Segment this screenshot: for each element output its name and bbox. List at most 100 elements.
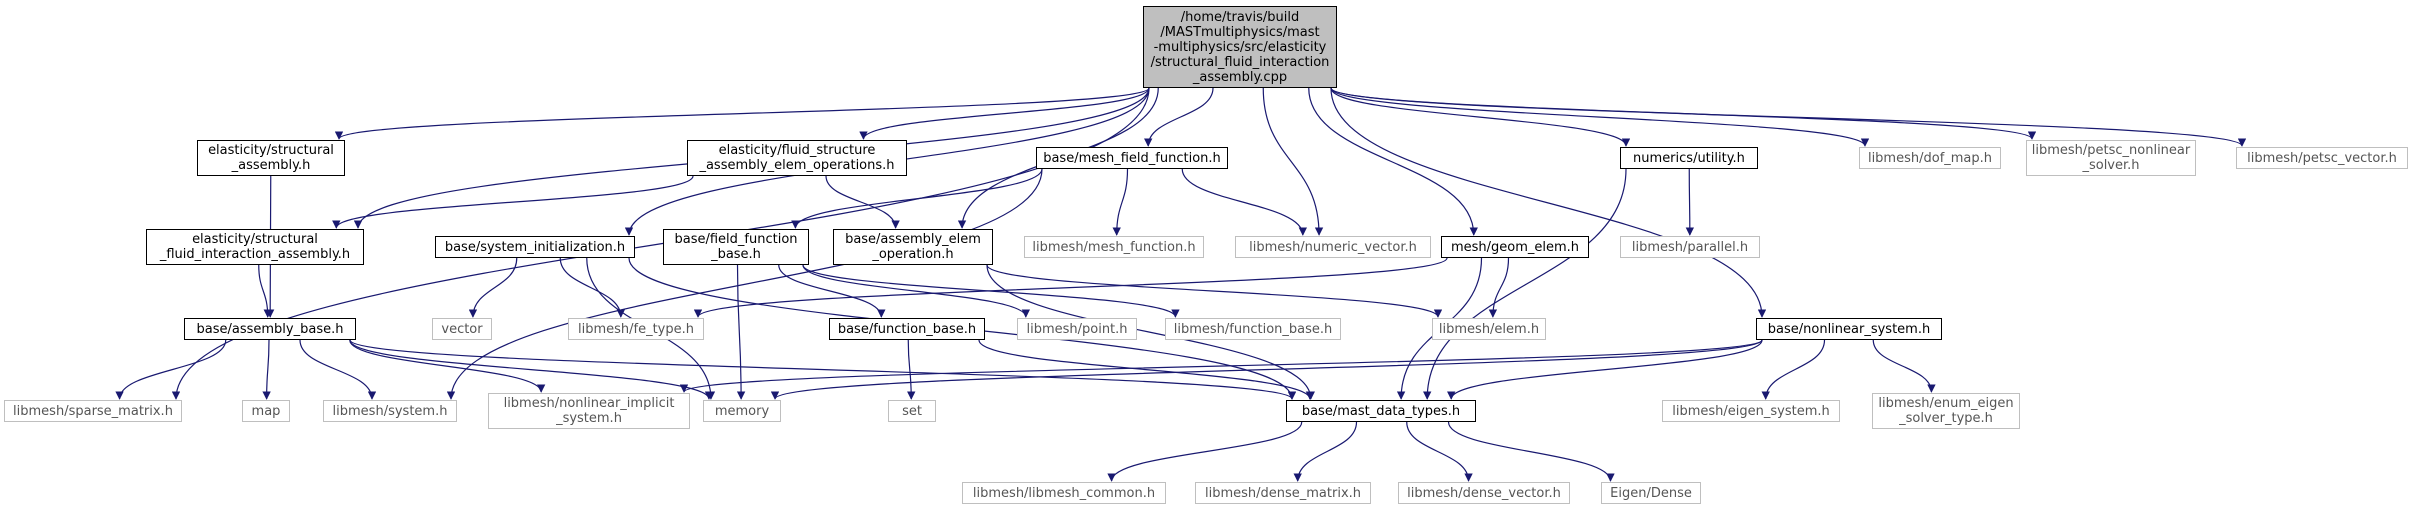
node-vector: vector — [432, 318, 492, 340]
node-label-line: /MASTmultiphysics/mast — [1160, 24, 1320, 40]
edge-system-initialization-h-to-vector — [468, 257, 518, 318]
edge-mesh-geom-elem-h-to-libmesh-elem-h — [1488, 257, 1510, 318]
edge-root-to-fluid-structure-assembly-elem-operations-h — [859, 87, 1150, 140]
edge-root-to-libmesh-dof-map-h — [1330, 87, 1870, 147]
edge-numerics-utility-h-to-libmesh-parallel-h — [1685, 168, 1695, 236]
edge-nonlinear-system-h-to-mast-data-types-h — [1447, 339, 1763, 400]
node-label-line: base/field_function — [674, 232, 798, 247]
edge-root-to-nonlinear-system-h — [1330, 87, 1767, 318]
edge-mesh-field-function-h-to-libmesh-mesh-function-h — [1112, 168, 1129, 236]
node-nonlinear-system-h[interactable]: base/nonlinear_system.h — [1756, 318, 1942, 340]
node-root[interactable]: /home/travis/build/MASTmultiphysics/mast… — [1143, 6, 1337, 88]
node-libmesh-enum-eigen-solver-type-h: libmesh/enum_eigen_solver_type.h — [1872, 393, 2020, 429]
node-function-base-h[interactable]: base/function_base.h — [829, 318, 985, 340]
edge-nonlinear-system-h-to-libmesh-eigen-system-h — [1761, 339, 1826, 400]
node-libmesh-sparse-matrix-h: libmesh/sparse_matrix.h — [4, 400, 182, 422]
edge-system-initialization-h-to-libmesh-fe-type-h — [559, 257, 626, 318]
node-label-line: libmesh/parallel.h — [1631, 239, 1749, 255]
node-label-line: _solver.h — [2082, 158, 2140, 173]
node-label-line: _solver_type.h — [1899, 411, 1993, 426]
edge-mesh-field-function-h-to-field-function-base-h — [791, 168, 1043, 229]
node-libmesh-dense-vector-h: libmesh/dense_vector.h — [1398, 482, 1570, 504]
node-label-line: libmesh/petsc_vector.h — [2247, 150, 2397, 166]
node-label-line: libmesh/system.h — [332, 403, 448, 419]
edge-mast-data-types-h-to-libmesh-libmesh-common-h — [1107, 421, 1303, 482]
node-label-line: set — [902, 403, 922, 419]
node-assembly-elem-operation-h[interactable]: base/assembly_elem_operation.h — [833, 229, 993, 265]
node-libmesh-system-h: libmesh/system.h — [323, 400, 457, 422]
node-mesh-geom-elem-h[interactable]: mesh/geom_elem.h — [1441, 236, 1589, 258]
edge-root-to-libmesh-petsc-vector-h — [1330, 87, 2246, 147]
node-libmesh-libmesh-common-h: libmesh/libmesh_common.h — [962, 482, 1166, 504]
node-label-line: mesh/geom_elem.h — [1450, 239, 1580, 255]
node-set: set — [888, 400, 936, 422]
node-label-line: libmesh/nonlinear_implicit — [503, 396, 675, 411]
edge-mast-data-types-h-to-libmesh-dense-vector-h — [1406, 421, 1473, 482]
node-label-line: _system.h — [556, 411, 622, 426]
edge-function-base-h-to-set — [907, 339, 916, 400]
node-mast-data-types-h[interactable]: base/mast_data_types.h — [1286, 400, 1476, 422]
node-label-line: libmesh/numeric_vector.h — [1249, 239, 1417, 255]
node-elasticity-structural-assembly-h[interactable]: elasticity/structural_assembly.h — [197, 140, 345, 176]
node-libmesh-dof-map-h: libmesh/dof_map.h — [1859, 147, 2001, 169]
edge-numerics-utility-h-to-mast-data-types-h — [1423, 168, 1627, 400]
edge-function-base-h-to-mast-data-types-h — [978, 339, 1315, 400]
node-label-line: /structural_fluid_interaction — [1150, 54, 1330, 70]
edge-fluid-structure-assembly-elem-operations-h-to-assembly-elem-operation-h — [825, 175, 900, 229]
node-label-line: elasticity/structural — [192, 232, 318, 247]
node-assembly-base-h[interactable]: base/assembly_base.h — [184, 318, 356, 340]
node-libmesh-eigen-system-h: libmesh/eigen_system.h — [1662, 400, 1840, 422]
edge-mesh-field-function-h-to-libmesh-numeric-vector-h — [1181, 168, 1308, 236]
node-label-line: libmesh/libmesh_common.h — [972, 485, 1156, 501]
node-numerics-utility-h[interactable]: numerics/utility.h — [1620, 147, 1758, 169]
node-label-line: base/nonlinear_system.h — [1767, 321, 1931, 337]
edge-nonlinear-system-h-to-libmesh-enum-eigen-solver-type-h — [1872, 339, 1936, 393]
node-label-line: base/assembly_elem — [845, 232, 981, 247]
node-memory: memory — [703, 400, 781, 422]
node-label-line: _fluid_interaction_assembly.h — [159, 247, 351, 262]
node-label-line: /home/travis/build — [1180, 9, 1300, 25]
edge-assembly-base-h-to-mast-data-types-h — [349, 339, 1296, 400]
node-label-line: numerics/utility.h — [1633, 150, 1745, 166]
node-label-line: base/system_initialization.h — [444, 239, 626, 255]
node-libmesh-fe-type-h: libmesh/fe_type.h — [568, 318, 704, 340]
node-label-line: libmesh/elem.h — [1438, 321, 1540, 337]
node-label-line: libmesh/dense_matrix.h — [1204, 485, 1362, 501]
edge-assembly-base-h-to-memory — [349, 339, 714, 400]
node-fluid-structure-assembly-elem-operations-h[interactable]: elasticity/fluid_structure_assembly_elem… — [687, 140, 907, 176]
node-label-line: libmesh/function_base.h — [1173, 321, 1333, 337]
node-mesh-field-function-h[interactable]: base/mesh_field_function.h — [1036, 147, 1228, 169]
node-label-line: _assembly.h — [231, 158, 311, 173]
node-libmesh-function-base-h: libmesh/function_base.h — [1165, 318, 1341, 340]
node-label-line: _assembly.cpp — [1192, 69, 1288, 85]
node-label-line: base/mesh_field_function.h — [1043, 150, 1221, 166]
edge-root-to-numerics-utility-h — [1330, 87, 1631, 147]
node-label-line: _assembly_elem_operations.h — [699, 158, 895, 173]
node-system-initialization-h[interactable]: base/system_initialization.h — [435, 236, 635, 258]
node-label-line: map — [251, 403, 281, 419]
node-label-line: libmesh/mesh_function.h — [1032, 239, 1196, 255]
node-libmesh-nonlinear-implicit-system-h: libmesh/nonlinear_implicit_system.h — [488, 393, 690, 429]
edge-root-to-libmesh-numeric-vector-h — [1262, 87, 1324, 236]
edge-assembly-base-h-to-libmesh-nonlinear-implicit-system-h — [349, 339, 546, 393]
edge-mesh-geom-elem-h-to-libmesh-fe-type-h — [693, 257, 1448, 318]
node-label-line: libmesh/sparse_matrix.h — [13, 403, 173, 419]
edge-nonlinear-system-h-to-memory — [771, 339, 1763, 400]
node-structural-fluid-interaction-assembly-h[interactable]: elasticity/structural_fluid_interaction_… — [146, 229, 364, 265]
node-label-line: base/mast_data_types.h — [1301, 403, 1461, 419]
node-label-line: libmesh/point.h — [1026, 321, 1128, 337]
edge-mast-data-types-h-to-libmesh-dense-matrix-h — [1293, 421, 1358, 482]
node-label-line: libmesh/dof_map.h — [1867, 150, 1993, 166]
node-eigen-dense: Eigen/Dense — [1601, 482, 1701, 504]
node-label-line: Eigen/Dense — [1610, 485, 1692, 501]
edge-field-function-base-h-to-memory — [736, 264, 746, 400]
node-label-line: libmesh/petsc_nonlinear — [2031, 143, 2191, 158]
edge-nonlinear-system-h-to-libmesh-nonlinear-implicit-system-h — [680, 339, 1763, 393]
node-label-line: base/function_base.h — [837, 321, 977, 337]
node-libmesh-mesh-function-h: libmesh/mesh_function.h — [1024, 236, 1204, 258]
node-label-line: _operation.h — [872, 247, 954, 262]
edge-structural-fluid-interaction-assembly-h-to-assembly-base-h — [258, 264, 272, 318]
node-field-function-base-h[interactable]: base/field_function_base.h — [663, 229, 809, 265]
node-label-line: -multiphysics/src/elasticity — [1153, 39, 1327, 55]
